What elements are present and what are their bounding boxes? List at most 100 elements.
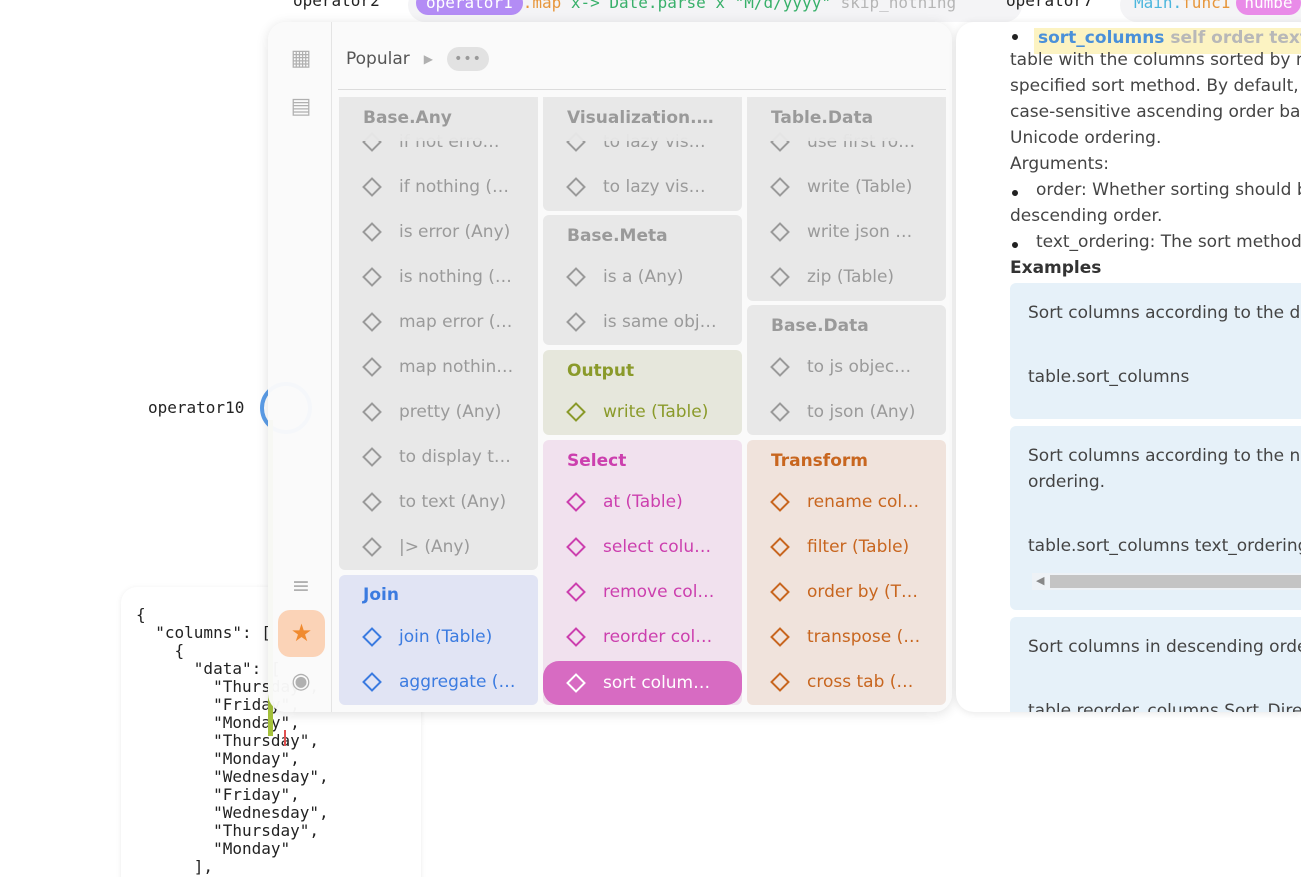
- example-description: Sort columns in descending order: [1028, 637, 1301, 657]
- item-label: zip (Table): [807, 267, 895, 287]
- item-label: is nothing (…: [399, 267, 512, 287]
- function-token: func1: [1182, 0, 1231, 12]
- breadcrumb-popular[interactable]: Popular: [346, 49, 410, 69]
- example-description: ordering.: [1028, 472, 1106, 492]
- diamond-icon: [770, 582, 790, 602]
- diamond-icon: [566, 267, 586, 287]
- json-line: "Thursday",: [136, 821, 320, 840]
- breadcrumb-divider: [338, 89, 946, 90]
- list-item[interactable]: aggregate (…: [362, 667, 516, 697]
- diamond-icon: [566, 402, 586, 422]
- item-label: cross tab (…: [807, 672, 914, 692]
- example-description: Sort columns according to the de: [1028, 303, 1301, 323]
- list-item[interactable]: write json …: [770, 217, 912, 247]
- list-item[interactable]: write (Table): [770, 172, 912, 202]
- example-box: Sort columns according to the de table.s…: [1010, 283, 1301, 419]
- item-label: aggregate (…: [399, 672, 516, 692]
- list-item[interactable]: at (Table): [566, 487, 683, 517]
- list-item[interactable]: join (Table): [362, 622, 492, 652]
- item-label: remove col…: [603, 582, 715, 602]
- browser-sidebar: ▦ ▤ ≡ ★ ◉: [268, 22, 332, 712]
- diamond-icon: [566, 537, 586, 557]
- item-label: |> (Any): [399, 537, 471, 557]
- node-operator2-expression[interactable]: operator1.map x-> Date.parse x "M/d/yyyy…: [408, 0, 1022, 22]
- item-label: order by (T…: [807, 582, 919, 602]
- item-label: is same obj…: [603, 312, 717, 332]
- list-item[interactable]: to js objec…: [770, 352, 911, 382]
- list-item[interactable]: is error (Any): [362, 217, 511, 247]
- example-code: table.sort_columns: [1028, 367, 1190, 387]
- breadcrumb-more-button[interactable]: •••: [446, 47, 489, 71]
- list-item[interactable]: transpose (…: [770, 622, 920, 652]
- json-line: "Monday": [136, 839, 291, 858]
- example-horizontal-scrollbar[interactable]: ◀: [1032, 573, 1301, 590]
- section-header-label: Base.Any: [363, 108, 452, 128]
- diamond-icon: [770, 177, 790, 197]
- item-label: pretty (Any): [399, 402, 502, 422]
- list-item[interactable]: to json (Any): [770, 397, 915, 427]
- list-item[interactable]: map error (…: [362, 307, 513, 337]
- operator1-token[interactable]: operator1: [416, 0, 523, 15]
- list-item[interactable]: reorder col…: [566, 622, 712, 652]
- list-item[interactable]: rename col…: [770, 487, 920, 517]
- group-base-data: Base.Data to js objec… to json (Any): [747, 305, 946, 435]
- list-item[interactable]: to display t…: [362, 442, 511, 472]
- diamond-icon: [362, 267, 382, 287]
- list-item[interactable]: map nothin…: [362, 352, 514, 382]
- diamond-icon: [362, 357, 382, 377]
- item-label: to lazy vis…: [603, 177, 706, 197]
- breadcrumb: Popular ▶ •••: [346, 44, 489, 74]
- diamond-icon: [362, 447, 382, 467]
- item-label: is error (Any): [399, 222, 511, 242]
- item-label: is a (Any): [603, 267, 684, 287]
- list-item[interactable]: filter (Table): [770, 532, 910, 562]
- group-join: Join join (Table) aggregate (…: [339, 575, 538, 705]
- star-icon[interactable]: ★: [278, 610, 325, 657]
- list-item[interactable]: select colu…: [566, 532, 711, 562]
- list-item[interactable]: is same obj…: [566, 307, 717, 337]
- list-item[interactable]: write (Table): [566, 397, 709, 427]
- diamond-icon: [362, 672, 382, 692]
- item-label: map error (…: [399, 312, 513, 332]
- scroll-left-icon[interactable]: ◀: [1036, 574, 1045, 587]
- signature-function[interactable]: sort_columns: [1038, 28, 1165, 48]
- diamond-icon: [362, 312, 382, 332]
- list-item[interactable]: is nothing (…: [362, 262, 512, 292]
- item-label: filter (Table): [807, 537, 910, 557]
- diamond-icon: [362, 402, 382, 422]
- list-item[interactable]: zip (Table): [770, 262, 895, 292]
- target-icon[interactable]: ◉: [291, 669, 311, 694]
- list-item[interactable]: cross tab (…: [770, 667, 914, 697]
- documentation-panel[interactable]: sort_columns self order text_or table wi…: [956, 22, 1301, 712]
- list-item[interactable]: to lazy vis…: [566, 172, 706, 202]
- group-base-any: if not erro… if nothing (… is error (Any…: [339, 97, 538, 570]
- item-label: rename col…: [807, 492, 920, 512]
- group-header-output: Output: [567, 361, 635, 381]
- item-label: map nothin…: [399, 357, 514, 377]
- stack-icon[interactable]: ≡: [291, 574, 311, 599]
- item-label: write (Table): [603, 402, 709, 422]
- diamond-icon: [362, 627, 382, 647]
- module-token: Main: [1134, 0, 1173, 12]
- item-label: at (Table): [603, 492, 683, 512]
- skip-nothing-arg: skip_nothing: [830, 0, 957, 12]
- list-item[interactable]: if nothing (…: [362, 172, 509, 202]
- scrollbar-thumb[interactable]: [1050, 575, 1301, 588]
- list-item[interactable]: remove col…: [566, 577, 715, 607]
- bullet: [1012, 190, 1018, 196]
- grid-plus-icon[interactable]: ▤: [290, 94, 312, 119]
- diamond-icon: [770, 357, 790, 377]
- grid-icon[interactable]: ▦: [290, 46, 312, 71]
- list-item[interactable]: is a (Any): [566, 262, 684, 292]
- bullet: [1012, 34, 1018, 40]
- list-item[interactable]: pretty (Any): [362, 397, 502, 427]
- item-label: sort colum…: [603, 673, 711, 693]
- list-item[interactable]: to text (Any): [362, 487, 506, 517]
- list-item[interactable]: |> (Any): [362, 532, 471, 562]
- list-item-selected[interactable]: sort colum…: [566, 668, 711, 698]
- list-item[interactable]: order by (T…: [770, 577, 919, 607]
- examples-label: Examples: [1010, 258, 1102, 278]
- item-label: to display t…: [399, 447, 511, 467]
